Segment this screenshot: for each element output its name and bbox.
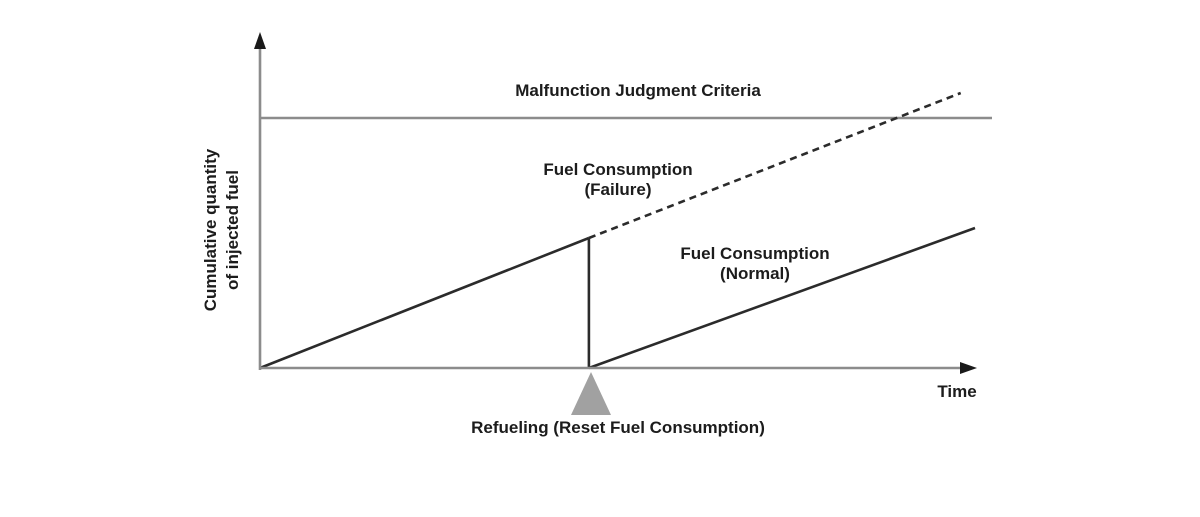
series-layer — [259, 91, 992, 370]
criteria-line-label: Malfunction Judgment Criteria — [515, 81, 761, 100]
refueling-triangle-icon — [571, 372, 611, 415]
series-normal — [588, 226, 976, 370]
series-cumulative-before-refuel — [259, 236, 590, 370]
failure-series-label: Fuel Consumption (Failure) — [543, 160, 693, 199]
refueling-label: Refueling (Reset Fuel Consumption) — [471, 418, 765, 437]
normal-series-label: Fuel Consumption (Normal) — [680, 244, 830, 283]
y-axis-arrowhead-icon — [254, 32, 266, 49]
series-failure — [588, 91, 962, 240]
x-axis-arrowhead-icon — [960, 362, 977, 374]
x-axis-label: Time — [937, 382, 977, 401]
y-axis-label: Cumulative quantity of injected fuel — [201, 148, 242, 312]
